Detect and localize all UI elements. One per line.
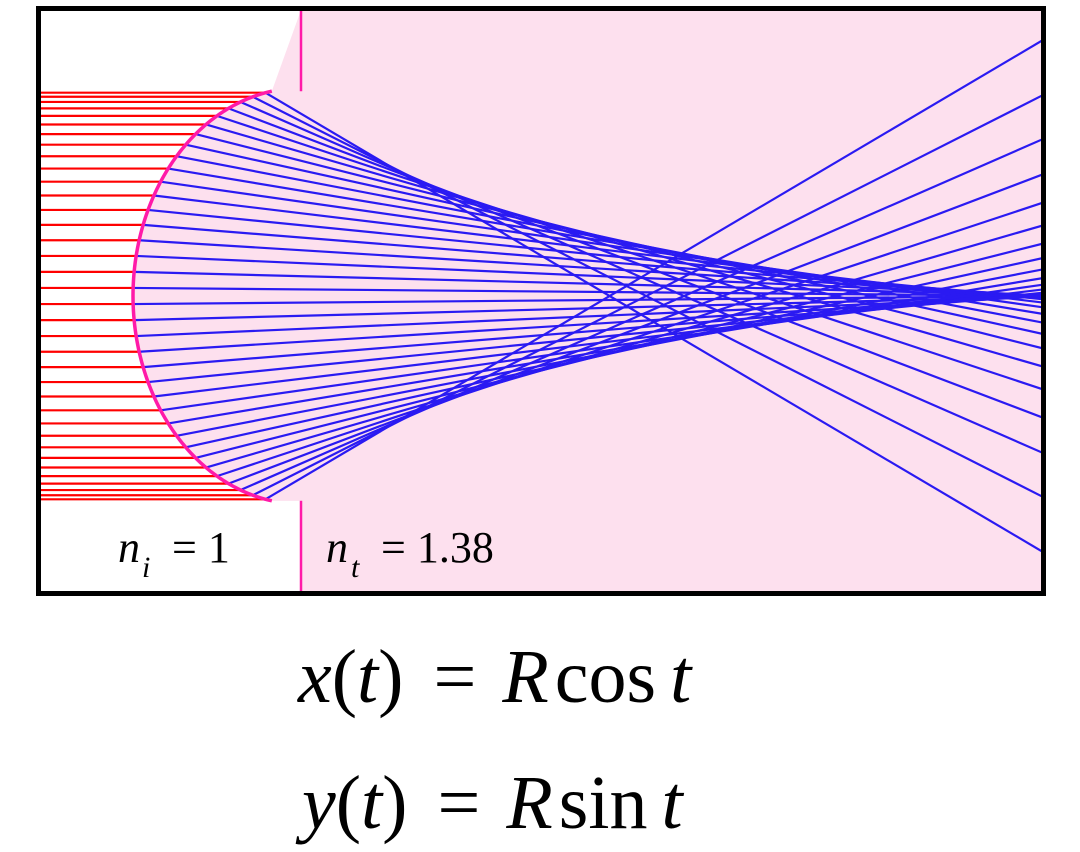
refracted-ray — [143, 223, 1042, 299]
refracted-ray — [160, 283, 1042, 412]
diagram-frame — [36, 6, 1046, 596]
transmitted-index-label: n t = 1.38 — [326, 523, 494, 584]
refracted-ray — [133, 286, 1042, 297]
refracted-ray — [195, 242, 1042, 459]
svg-text:= 1.38: = 1.38 — [381, 523, 494, 572]
incident-rays — [40, 91, 266, 501]
refracted-ray — [168, 277, 1042, 425]
refracted-ray — [228, 173, 1042, 485]
incident-index-label: n i = 1 — [118, 523, 230, 584]
refracted-ray — [136, 254, 1042, 297]
refracted-ray — [216, 201, 1042, 478]
svg-text:= 1: = 1 — [172, 523, 230, 572]
refracted-rays — [133, 39, 1042, 553]
refracted-ray — [139, 239, 1042, 297]
refracted-ray — [205, 224, 1042, 469]
refracted-ray — [240, 138, 1042, 492]
svg-text:i: i — [142, 551, 150, 584]
circular-interface-arc — [131, 89, 273, 503]
svg-text:n: n — [118, 523, 140, 572]
svg-text:n: n — [326, 523, 348, 572]
svg-text:t: t — [351, 551, 360, 584]
refracted-ray — [228, 107, 1042, 419]
refracted-ray — [264, 39, 1042, 501]
